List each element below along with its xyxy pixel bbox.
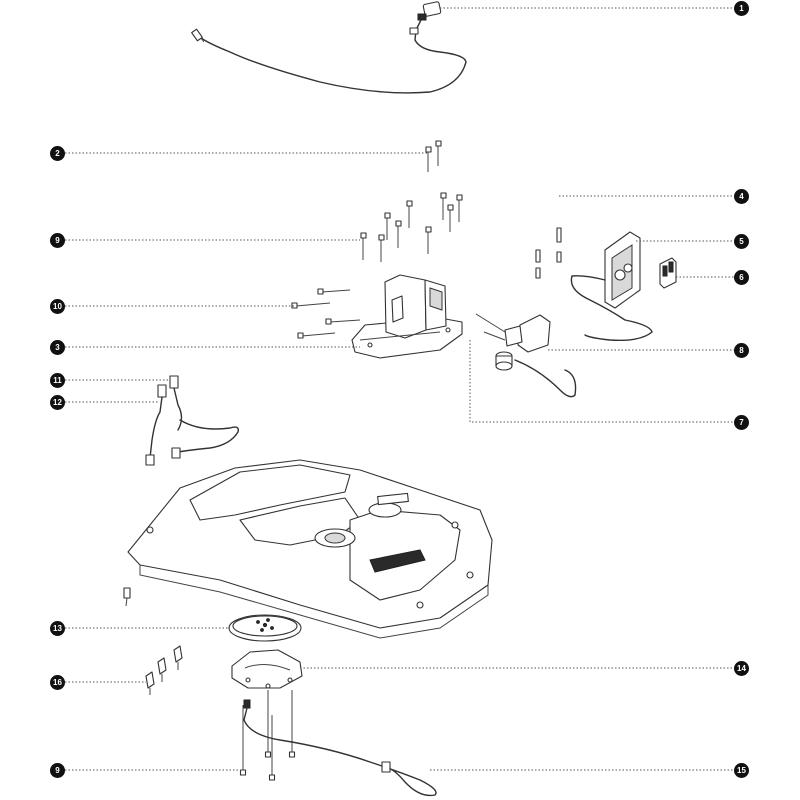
control-bracket [351, 274, 463, 359]
callout-16: 16 [50, 675, 65, 690]
callout-9-top: 9 [50, 233, 65, 248]
callout-4: 4 [734, 189, 749, 204]
motor-cable [243, 699, 437, 797]
guide-pins [535, 227, 562, 279]
callout-6: 6 [734, 270, 749, 285]
callout-11: 11 [50, 373, 65, 388]
antenna-cable-assembly [191, 1, 467, 94]
blade-disc [228, 614, 302, 642]
callout-1: 1 [734, 1, 749, 16]
callout-10: 10 [50, 299, 65, 314]
side-screws [291, 288, 361, 339]
callout-9-bottom: 9 [50, 763, 65, 778]
callout-14: 14 [734, 661, 749, 676]
callout-12: 12 [50, 395, 65, 410]
mower-chassis [127, 459, 493, 639]
wire-clips [145, 645, 183, 695]
callout-3: 3 [50, 340, 65, 355]
callout-7: 7 [734, 415, 749, 430]
callout-13: 13 [50, 621, 65, 636]
motor-plate [231, 649, 303, 689]
wire-harness [145, 375, 240, 466]
callout-8: 8 [734, 343, 749, 358]
loose-connector [123, 587, 131, 607]
callout-5: 5 [734, 234, 749, 249]
screw-set-top [360, 140, 463, 262]
sensor-unit [475, 313, 577, 398]
callout-15: 15 [734, 763, 749, 778]
leader-lines [65, 7, 735, 771]
keypad-module [659, 257, 677, 289]
callout-2: 2 [50, 146, 65, 161]
display-board [570, 231, 653, 342]
